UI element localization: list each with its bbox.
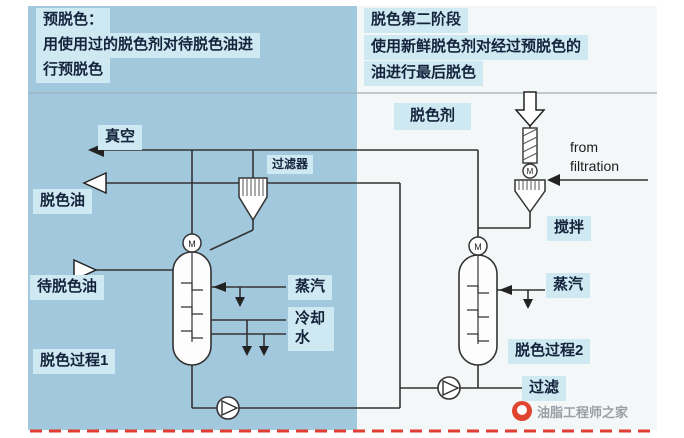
motor-2-label: M (474, 242, 482, 252)
steam-right-down-arrow-icon (523, 299, 533, 309)
oil-to-bleach-label: 待脱色油 (30, 275, 105, 300)
cooling-water-label: 冷却水 (288, 307, 334, 351)
from-filtration-arrow-icon (547, 174, 560, 186)
steam-right-arrow-icon (499, 285, 512, 295)
dosing-motor-icon (522, 163, 538, 179)
right-desc-1: 使用新鲜脱色剂对经过预脱色的 (364, 35, 589, 60)
right-desc-2: 油进行最后脱色 (364, 61, 484, 86)
stirring-label: 搅拌 (547, 216, 592, 241)
left-title: 预脱色： (36, 8, 111, 33)
process-2-label: 脱色过程2 (508, 339, 591, 364)
process-1-label: 脱色过程1 (33, 349, 116, 374)
cooling-water-arrow-2-icon (259, 346, 269, 356)
dosing-motor-label: M (527, 167, 534, 176)
filter-funnel (238, 177, 268, 222)
dosing-column: M (522, 127, 538, 179)
filter-unit-label: 过滤器 (267, 155, 314, 174)
bleaching-agent-down-arrow-icon (514, 91, 546, 128)
bleaching-agent-label: 脱色剂 (394, 103, 472, 130)
right-title: 脱色第二阶段 (364, 8, 469, 33)
from-filtration-label: from filtration (570, 139, 620, 174)
pump-2-icon (437, 376, 461, 400)
motor-2-icon (468, 236, 488, 256)
agitator-1 (181, 252, 203, 342)
left-desc-1: 用使用过的脱色剂对待脱色油进 (36, 33, 261, 58)
pump-1-icon (216, 396, 240, 420)
bleached-oil-label: 脱色油 (33, 189, 93, 214)
bleached-oil-arrow-icon (82, 171, 107, 195)
bleacher-vessel-1: M (172, 233, 212, 366)
motor-1-label: M (188, 239, 196, 249)
steam-left-label: 蒸汽 (288, 275, 333, 300)
steam-left-arrow-icon (213, 282, 226, 292)
steam-right-label: 蒸汽 (546, 273, 591, 298)
cooling-water-arrow-1-icon (242, 346, 252, 356)
motor-1-icon (182, 233, 202, 253)
vacuum-label: 真空 (98, 125, 143, 150)
watermark-logo-icon (512, 401, 532, 421)
receiving-funnel (514, 179, 546, 214)
agitator-2 (467, 255, 489, 344)
watermark-text: 油脂工程师之家 (537, 404, 629, 420)
left-desc-2: 行预脱色 (36, 58, 111, 83)
steam-left-down-arrow-icon (235, 297, 245, 307)
filtration-label: 过滤 (522, 376, 567, 401)
watermark: 油脂工程师之家 (512, 401, 628, 421)
bleacher-vessel-2: M (458, 236, 498, 366)
